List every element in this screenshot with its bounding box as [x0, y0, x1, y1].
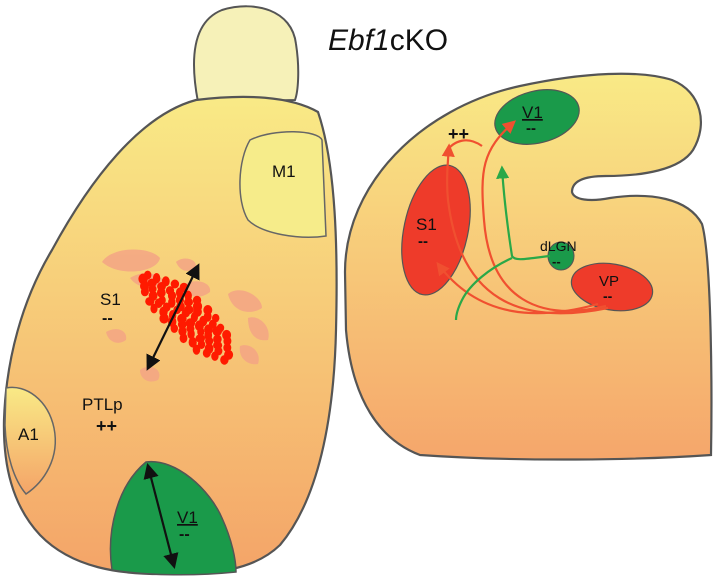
barrel	[170, 324, 178, 333]
s1-label: S1	[100, 290, 121, 309]
vp-projections	[436, 120, 609, 315]
coronal-vp	[570, 262, 654, 312]
coronal-s1-change: --	[418, 233, 428, 250]
coronal-vp-label: VP	[599, 273, 619, 290]
barrel	[202, 348, 211, 358]
coronal-s1	[401, 164, 471, 296]
a1-area	[4, 386, 56, 495]
barrel	[197, 340, 206, 349]
s1-change: --	[102, 310, 113, 327]
s1-axis-arrow	[146, 263, 200, 371]
title-suffix: cKO	[390, 24, 448, 57]
figure-title: Ebf1cKO	[328, 24, 448, 57]
barrel	[220, 355, 229, 365]
coronal-s1-label: S1	[416, 215, 437, 234]
barrel	[179, 333, 188, 344]
barrel	[223, 336, 232, 346]
ptlp-change: ++	[96, 416, 117, 436]
barrel	[140, 287, 149, 297]
coronal-v1-label: V1	[522, 103, 543, 122]
dlgn-projections	[454, 165, 551, 321]
olfactory-bulb	[193, 5, 300, 104]
coronal-dlgn-change: --	[552, 254, 561, 269]
ptlp-label: PTLp	[82, 395, 123, 414]
barrel	[159, 313, 169, 324]
dorsal-view: M1 S1 -- PTLp ++ A1 V1 --	[2, 5, 338, 576]
barrel	[192, 344, 201, 355]
m1-area	[239, 131, 327, 238]
barrel	[205, 336, 214, 346]
barrel	[150, 303, 158, 314]
coronal-v1-change: --	[526, 120, 536, 137]
v1-axis-arrow	[143, 463, 179, 569]
a1-label: A1	[18, 425, 39, 444]
title-gene: Ebf1	[328, 24, 390, 57]
coronal-vp-change: --	[603, 288, 613, 304]
v1-label: V1	[177, 508, 198, 527]
coronal-ptlp-change: ++	[448, 124, 469, 144]
coronal-view: V1 -- S1 -- ++ VP -- dLGN --	[343, 72, 713, 461]
m1-label: M1	[272, 162, 296, 181]
v1-change: --	[179, 526, 190, 543]
svg-text:Ebf1cKO: Ebf1cKO	[328, 24, 448, 57]
coronal-dlgn-label: dLGN	[540, 238, 577, 254]
barrel	[211, 351, 219, 361]
barrel	[212, 326, 222, 336]
